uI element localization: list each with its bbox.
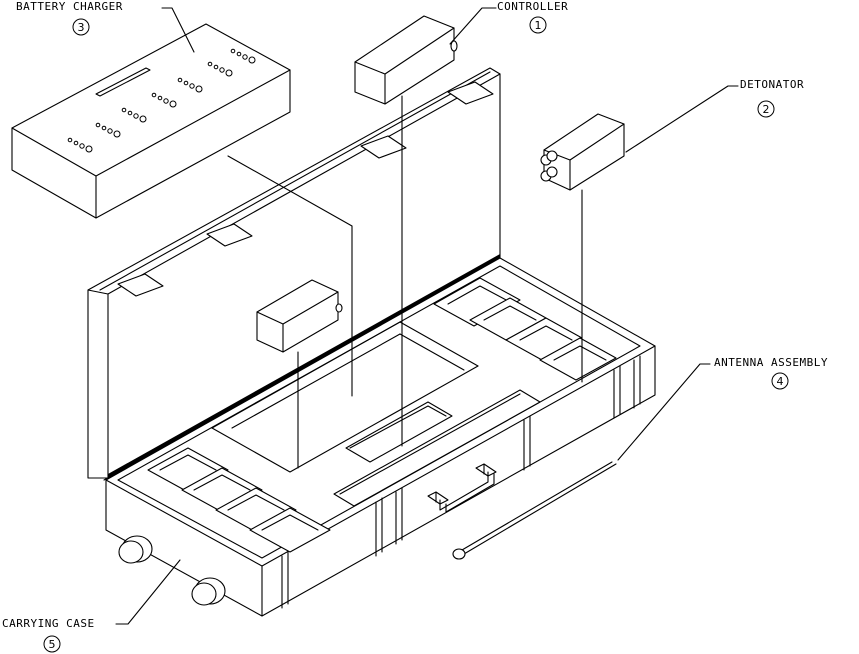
- callout-label: BATTERY CHARGER: [16, 0, 123, 13]
- callout-detonator: DETONATOR 2: [740, 78, 804, 117]
- callout-number: 4: [777, 375, 784, 388]
- callout-number: 5: [49, 638, 56, 651]
- callout-number: 1: [535, 19, 542, 32]
- controller: [355, 16, 457, 104]
- callout-carrying-case: CARRYING CASE 5: [2, 617, 95, 652]
- callout-number: 3: [78, 21, 85, 34]
- battery-charger: [12, 24, 290, 218]
- callout-label: DETONATOR: [740, 78, 804, 91]
- callout-controller: CONTROLLER 1: [497, 0, 568, 33]
- callout-antenna-assembly: ANTENNA ASSEMBLY 4: [714, 356, 828, 389]
- callout-label: ANTENNA ASSEMBLY: [714, 356, 828, 369]
- callout-battery-charger: BATTERY CHARGER 3: [16, 0, 123, 35]
- callout-number: 2: [763, 103, 770, 116]
- detonator: [541, 114, 624, 190]
- callout-label: CONTROLLER: [497, 0, 568, 13]
- callout-label: CARRYING CASE: [2, 617, 95, 630]
